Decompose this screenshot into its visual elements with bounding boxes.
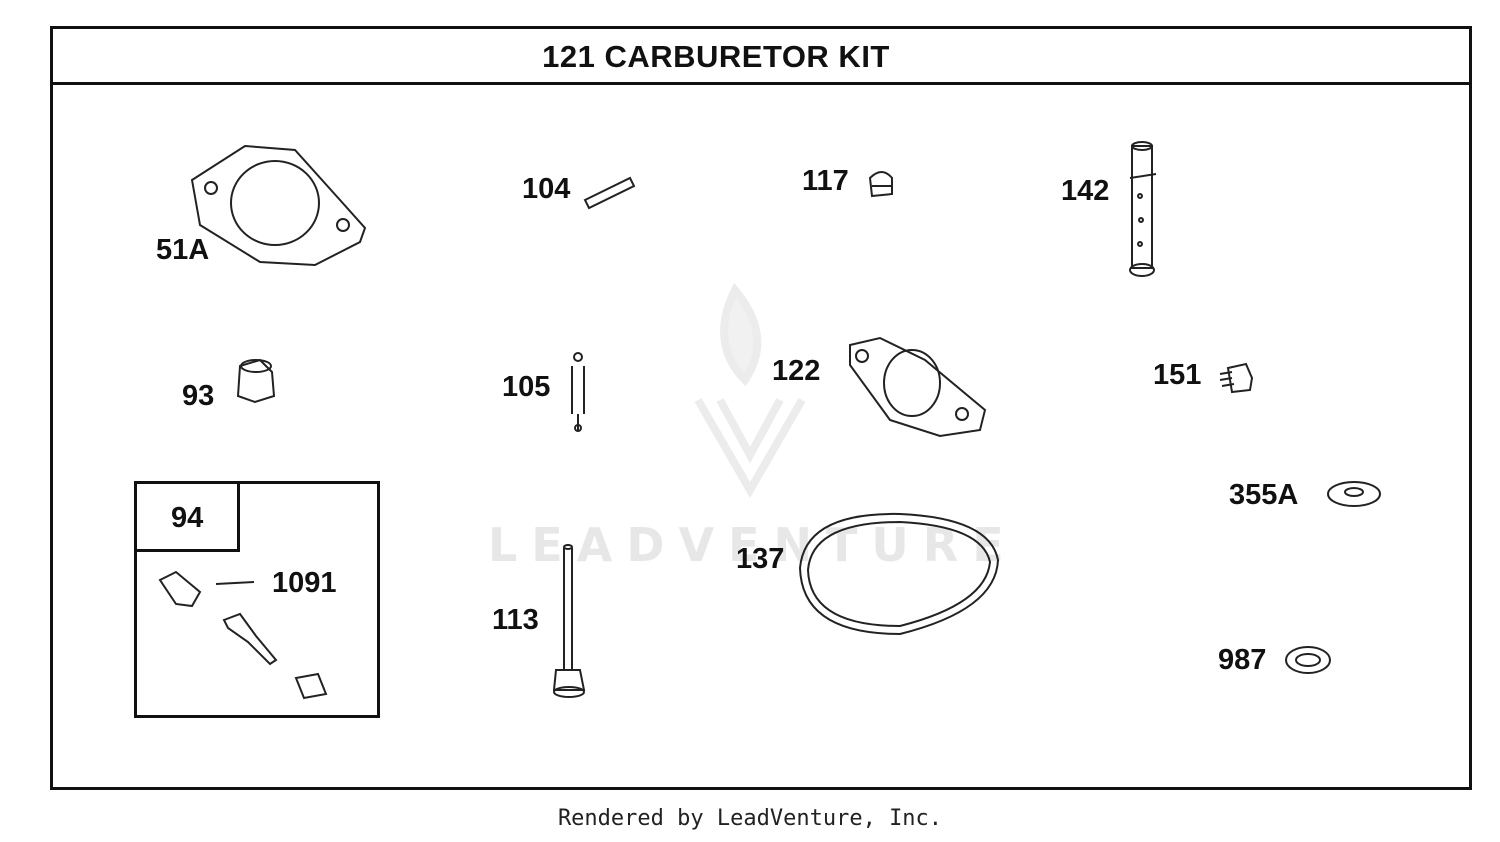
o-ring-137-icon [798,512,1000,636]
part-label-122[interactable]: 122 [772,355,821,387]
title-bar: 121 CARBURETOR KIT [53,29,1469,85]
kit-parts-1091-icon [158,570,328,700]
part-label-104[interactable]: 104 [522,173,571,205]
kit-box-header: 94 [137,484,240,552]
footer-credit: Rendered by LeadVenture, Inc. [557,806,943,831]
part-label-151[interactable]: 151 [1153,359,1202,391]
diagram-title: 121 CARBURETOR KIT [542,39,890,74]
part-label-137[interactable]: 137 [736,543,785,575]
part-label-1091[interactable]: 1091 [272,567,337,599]
part-label-93[interactable]: 93 [182,380,215,412]
watermark-logo-icon [694,282,806,498]
part-label-113[interactable]: 113 [492,604,539,636]
spring-105-icon [571,352,585,432]
part-label-51a[interactable]: 51A [156,234,210,266]
kit-box: 94 [134,481,380,718]
part-label-987[interactable]: 987 [1218,644,1267,676]
diagram-frame: 121 CARBURETOR KIT [50,26,1472,790]
gasket-51a-icon [190,144,367,267]
part-label-142[interactable]: 142 [1061,175,1110,207]
part-label-117[interactable]: 117 [802,165,849,197]
bushing-93-icon [236,358,276,404]
part-label-355a[interactable]: 355A [1229,479,1299,511]
pin-104-icon [583,176,636,210]
kit-box-label: 94 [171,502,204,534]
gasket-122-icon [849,336,987,438]
plug-117-icon [868,171,893,198]
tube-142-icon [1129,141,1157,277]
screw-151-icon [1219,362,1254,394]
part-label-105[interactable]: 105 [502,371,551,403]
watermark-text: LEADVENTURE [488,518,1018,572]
needle-113-icon [552,544,586,698]
washer-987-icon [1285,646,1331,674]
washer-355a-icon [1327,481,1381,507]
